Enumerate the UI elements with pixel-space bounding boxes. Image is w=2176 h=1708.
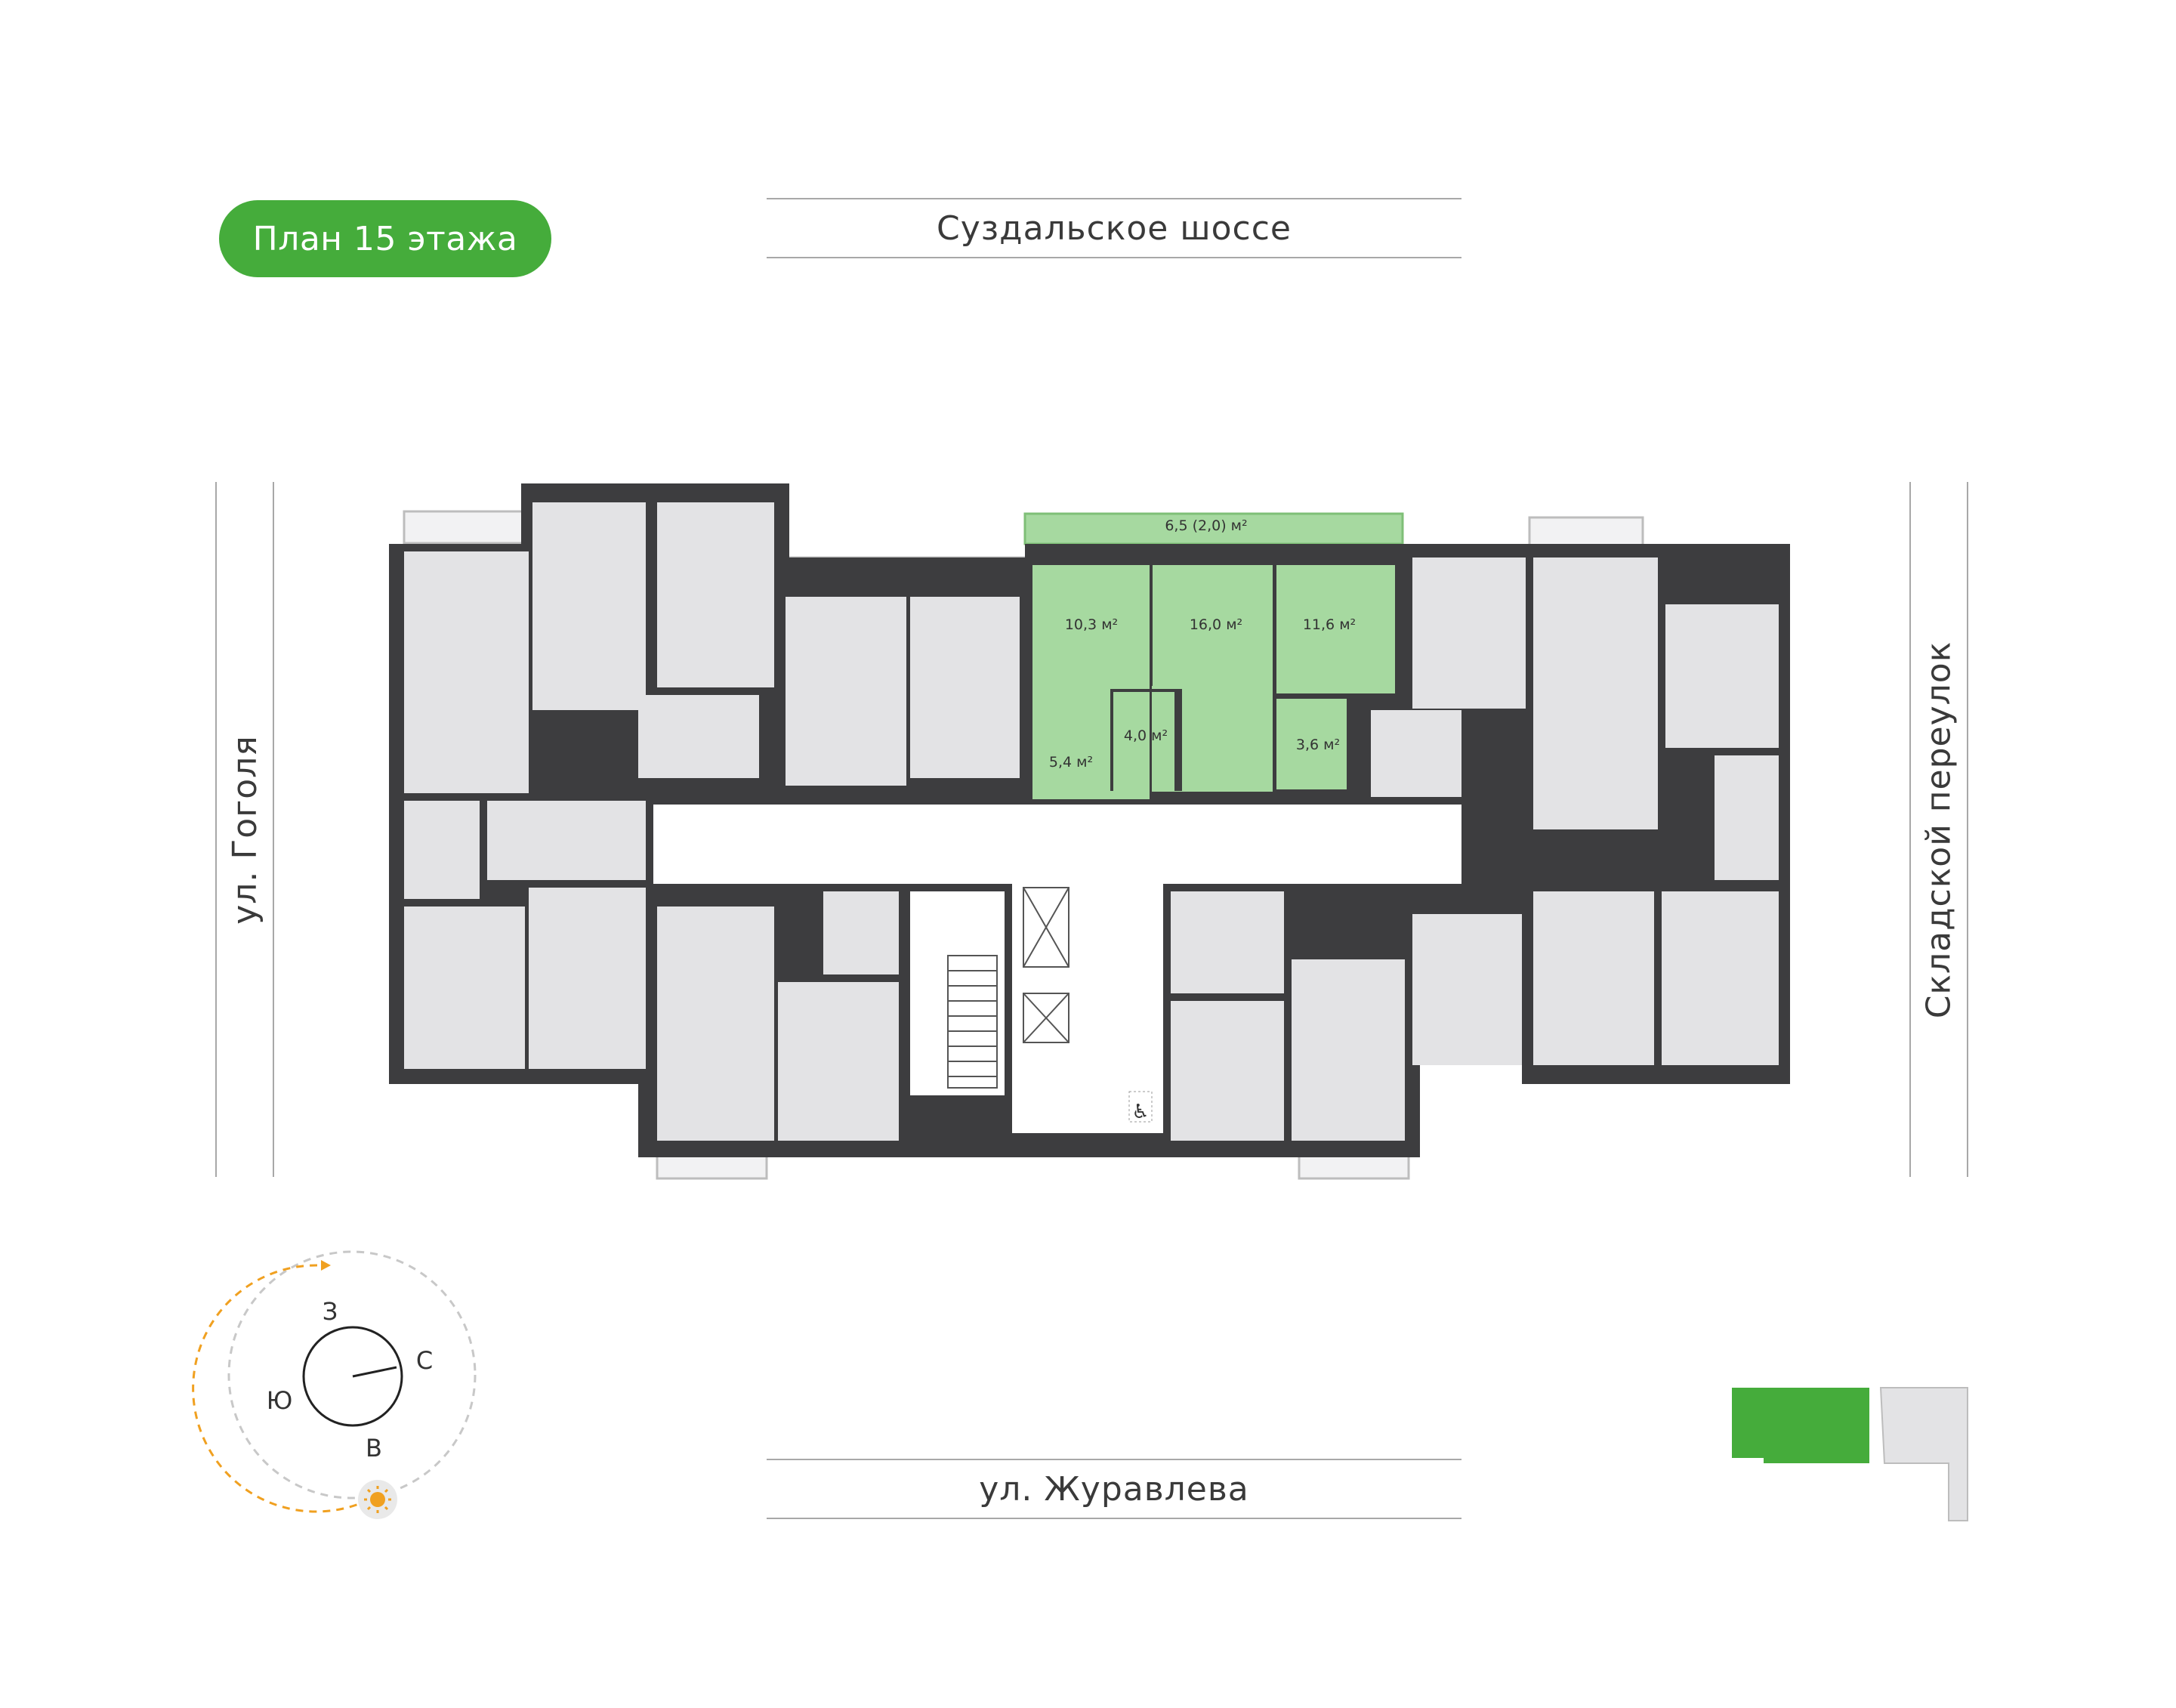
highlighted-apartment[interactable] bbox=[1032, 565, 1395, 799]
street-left: ул. Гоголя bbox=[215, 482, 274, 1177]
room-area-label: 5,4 м² bbox=[1049, 754, 1093, 771]
apartment-balcony-label: 6,5 (2,0) м² bbox=[1165, 517, 1247, 534]
minimap-current-building bbox=[1732, 1388, 1869, 1463]
core bbox=[910, 880, 1163, 1133]
floor-badge: План 15 этажа bbox=[219, 200, 551, 277]
room-area-label: 11,6 м² bbox=[1303, 616, 1356, 633]
room-area-label: 10,3 м² bbox=[1065, 616, 1118, 633]
elevator-icon bbox=[1023, 887, 1069, 1043]
room-area-label: 4,0 м² bbox=[1124, 727, 1168, 744]
compass-north: С bbox=[416, 1346, 433, 1375]
room-area-label: 16,0 м² bbox=[1190, 616, 1242, 633]
street-right: Складской переулок bbox=[1909, 482, 1968, 1177]
apartment-inner-walls bbox=[1110, 565, 1276, 792]
site-minimap bbox=[1732, 1387, 1968, 1521]
compass-west: З bbox=[323, 1297, 338, 1326]
compass-south: Ю bbox=[267, 1386, 293, 1415]
compass: З С Ю В bbox=[192, 1250, 477, 1519]
street-top-label: Суздальское шоссе bbox=[937, 208, 1292, 248]
wheelchair-icon: ♿ bbox=[1128, 1091, 1153, 1123]
street-bottom-label: ул. Журавлева bbox=[979, 1469, 1249, 1509]
street-bottom: ул. Журавлева bbox=[767, 1459, 1461, 1519]
sun-icon bbox=[358, 1480, 397, 1519]
street-top: Суздальское шоссе bbox=[767, 198, 1461, 258]
stairs-icon bbox=[947, 955, 998, 1089]
room-area-label: 3,6 м² bbox=[1296, 737, 1340, 753]
floor-badge-label: План 15 этажа bbox=[252, 219, 518, 258]
compass-east: В bbox=[366, 1434, 382, 1462]
rooms bbox=[404, 502, 1779, 1141]
corridor bbox=[653, 805, 1461, 884]
svg-text:♿: ♿ bbox=[1131, 1101, 1149, 1123]
